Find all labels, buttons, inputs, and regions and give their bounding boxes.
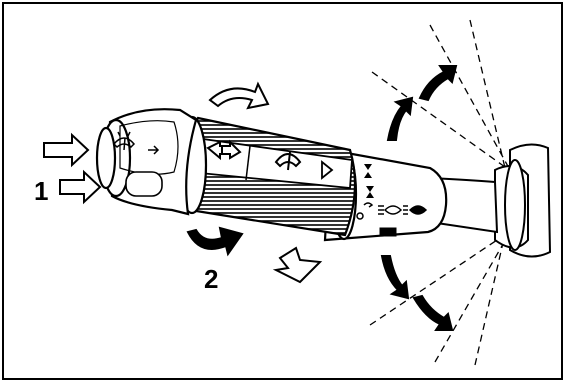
swing-arrows bbox=[380, 65, 458, 331]
arrow-right-icon bbox=[321, 160, 334, 180]
push-arrow-upper bbox=[43, 132, 90, 168]
low-beam-symbol-icon bbox=[378, 205, 403, 215]
indicator-dot-icon bbox=[356, 212, 364, 220]
callout-2: 2 bbox=[204, 264, 218, 294]
wash-wipe-symbol-icon bbox=[112, 131, 136, 151]
swing-up-arrow-2 bbox=[418, 65, 458, 102]
arrow-right-icon bbox=[148, 145, 160, 155]
wiper-rotary-ring bbox=[176, 115, 357, 237]
rotate-arrow-top bbox=[208, 81, 270, 110]
lever-symbols bbox=[356, 164, 428, 237]
position-marker bbox=[379, 227, 397, 237]
high-beam-symbol-icon bbox=[403, 205, 428, 215]
push-arrow-lower bbox=[59, 169, 102, 205]
end-push-knob bbox=[95, 108, 198, 216]
swing-down-arrow-1 bbox=[380, 255, 410, 300]
callout-1: 1 bbox=[34, 176, 48, 206]
arrow-left-icon bbox=[363, 202, 374, 208]
travel-guide-lines bbox=[369, 19, 513, 366]
column-mount bbox=[429, 143, 552, 258]
swing-down-arrow-2 bbox=[412, 294, 454, 331]
knob-symbols bbox=[112, 131, 160, 155]
push-arrows bbox=[43, 132, 102, 205]
swing-up-arrow-1 bbox=[386, 96, 414, 141]
rotation-arrows bbox=[186, 81, 270, 257]
turn-signal-symbol-icon bbox=[364, 164, 374, 198]
wash-wipe-symbol-icon bbox=[206, 139, 242, 161]
wiper-symbol-icon bbox=[274, 151, 302, 171]
pull-down-arrow bbox=[272, 246, 323, 284]
rotate-arrow-bottom bbox=[186, 226, 244, 257]
